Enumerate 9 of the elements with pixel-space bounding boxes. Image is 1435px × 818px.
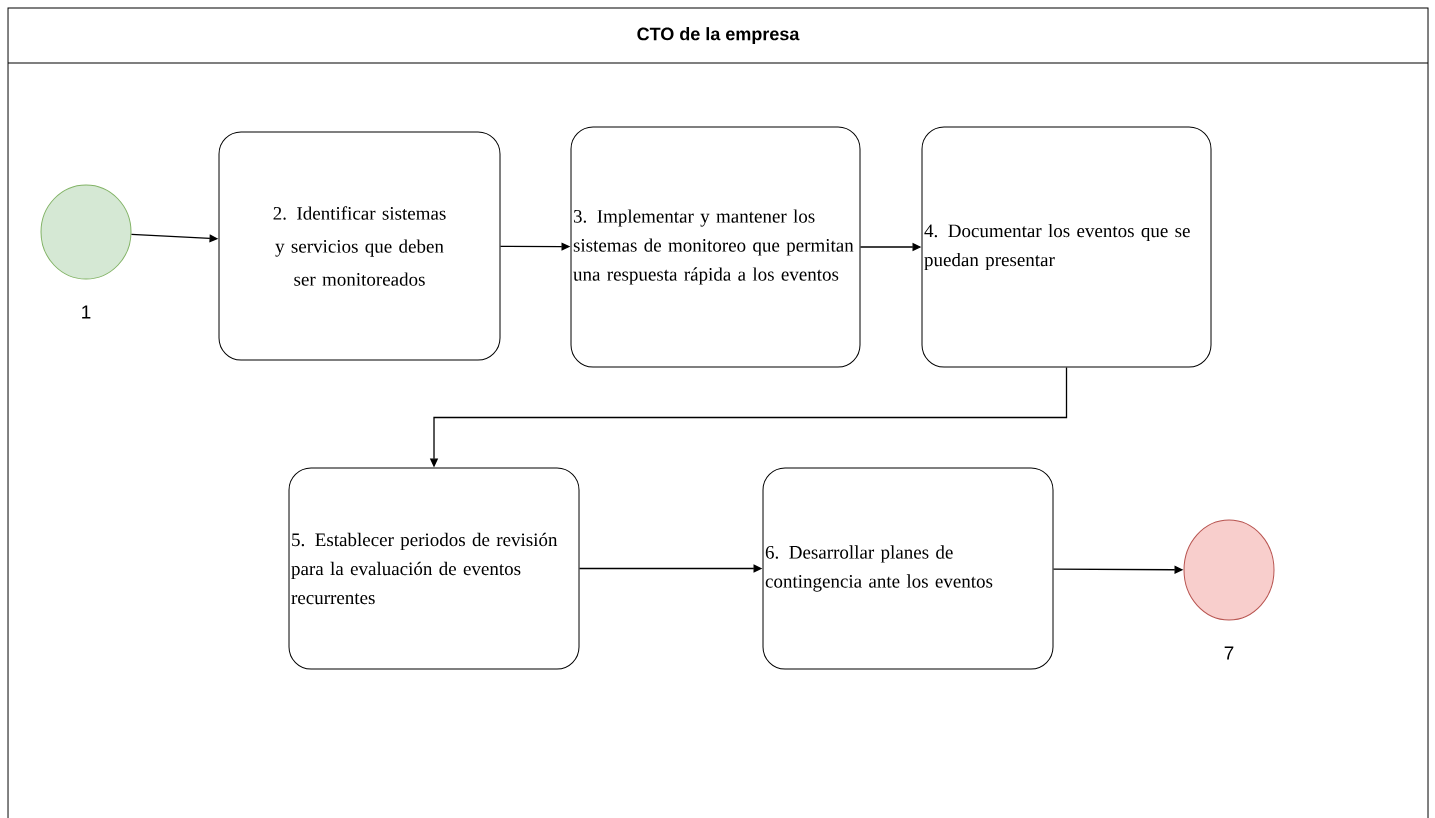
process-box: 3. Implementar y mantener los sistemas de monitoreo que permitan una respuesta rápida a los eventos: [570, 126, 861, 368]
circle-shape: [40, 184, 132, 280]
process-box: 5. Establecer periodos de revisión para la evaluación de eventos recurrentes: [288, 467, 580, 670]
process-box: 2. Identificar sistemas y servicios que deben ser monitoreados: [218, 131, 501, 361]
process-box: 4. Documentar los eventos que se puedan presentar: [921, 126, 1212, 368]
step-number: 1: [82, 305, 91, 319]
circle-shape: [1183, 519, 1275, 621]
step-number: 7: [1224, 646, 1234, 660]
process-box: 6. Desarrollar planes de contingencia ante los eventos: [762, 467, 1054, 670]
